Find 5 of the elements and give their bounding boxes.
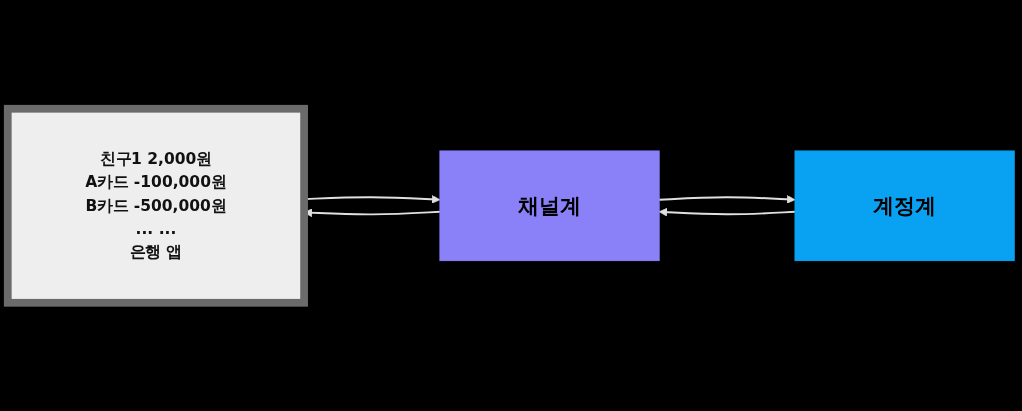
arrow bbox=[658, 207, 796, 217]
node-box: 계정계 bbox=[794, 150, 1015, 261]
arrow bbox=[658, 194, 796, 204]
node-box: 채널계 bbox=[439, 150, 660, 261]
node-box: 친구1 2,000원 A카드 -100,000원 B카드 -500,000원 ... ... 은행 앱 bbox=[3, 104, 308, 307]
